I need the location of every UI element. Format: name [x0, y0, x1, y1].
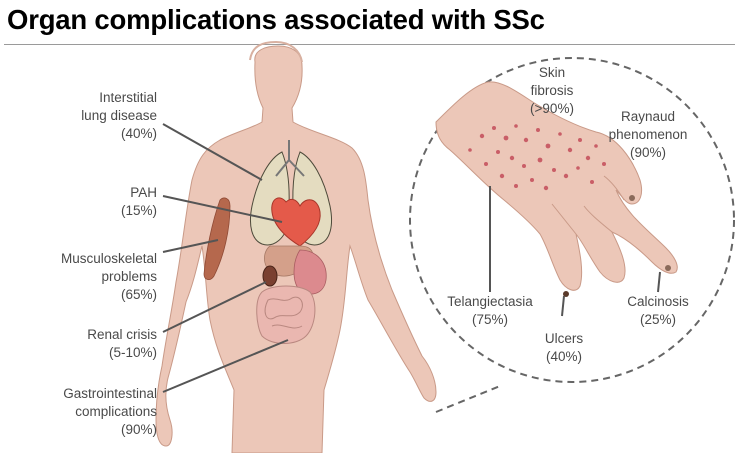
musculo-line1: Musculoskeletal: [60, 251, 157, 266]
pah-line1: PAH: [130, 185, 157, 200]
raynaud-line2: phenomenon: [608, 127, 688, 142]
label-gastrointestinal: Gastrointestinal complications (90%): [63, 385, 157, 439]
telang-line1: Telangiectasia: [447, 294, 533, 309]
ulcers-percent: (40%): [545, 349, 582, 364]
title-divider: [4, 44, 735, 45]
ulcers-line1: Ulcers: [544, 331, 584, 346]
label-musculoskeletal: Musculoskeletal problems (65%): [61, 250, 157, 304]
label-interstitial-lung-disease: Interstitial lung disease (40%): [81, 89, 157, 143]
ild-percent: (40%): [120, 126, 157, 141]
renal-leader: [162, 281, 267, 333]
pah-percent: (15%): [120, 203, 157, 218]
ulcers-leader: [561, 295, 565, 317]
body-leader-lines: [162, 123, 289, 393]
musculo-percent: (65%): [120, 287, 157, 302]
renal-line1: Renal crisis: [87, 327, 157, 342]
label-calcinosis: Calcinosis (25%): [608, 293, 708, 329]
human-body-figure: [155, 40, 437, 453]
label-ulcers: Ulcers (40%): [526, 330, 602, 366]
telang-percent: (75%): [471, 312, 508, 327]
ild-line1: Interstitial: [99, 90, 157, 105]
raynaud-percent: (90%): [629, 145, 666, 160]
pah-leader: [162, 195, 283, 223]
raynaud-line1: Raynaud: [620, 109, 676, 124]
calcinosis-line1: Calcinosis: [627, 294, 689, 309]
label-telangiectasia: Telangiectasia (75%): [432, 293, 548, 329]
gi-percent: (90%): [120, 422, 157, 437]
skin-percent: (>90%): [530, 101, 574, 116]
label-raynaud: Raynaud phenomenon (90%): [598, 108, 698, 162]
gi-leader: [162, 339, 289, 393]
ild-leader: [162, 123, 263, 181]
label-skin-fibrosis: Skin fibrosis (>90%): [512, 64, 592, 118]
skin-fibrosis-marks: [468, 124, 606, 191]
ild-line2: lung disease: [81, 108, 157, 123]
label-pah: PAH (15%): [121, 184, 157, 220]
gi-line1: Gastrointestinal: [63, 386, 157, 401]
hand-leader-lines: [489, 186, 661, 317]
calcinosis-leader: [657, 271, 661, 293]
renal-percent: (5-10%): [108, 345, 157, 360]
skin-line2: fibrosis: [530, 83, 574, 98]
magnified-hand-illustration: [409, 57, 735, 413]
skin-line1: Skin: [538, 65, 566, 80]
label-renal-crisis: Renal crisis (5-10%): [87, 326, 157, 362]
musculo-leader: [162, 239, 219, 253]
musculo-line2: problems: [101, 269, 157, 284]
page-title: Organ complications associated with SSc: [7, 4, 545, 35]
gi-line2: complications: [75, 404, 157, 419]
calcinosis-percent: (25%): [639, 312, 676, 327]
